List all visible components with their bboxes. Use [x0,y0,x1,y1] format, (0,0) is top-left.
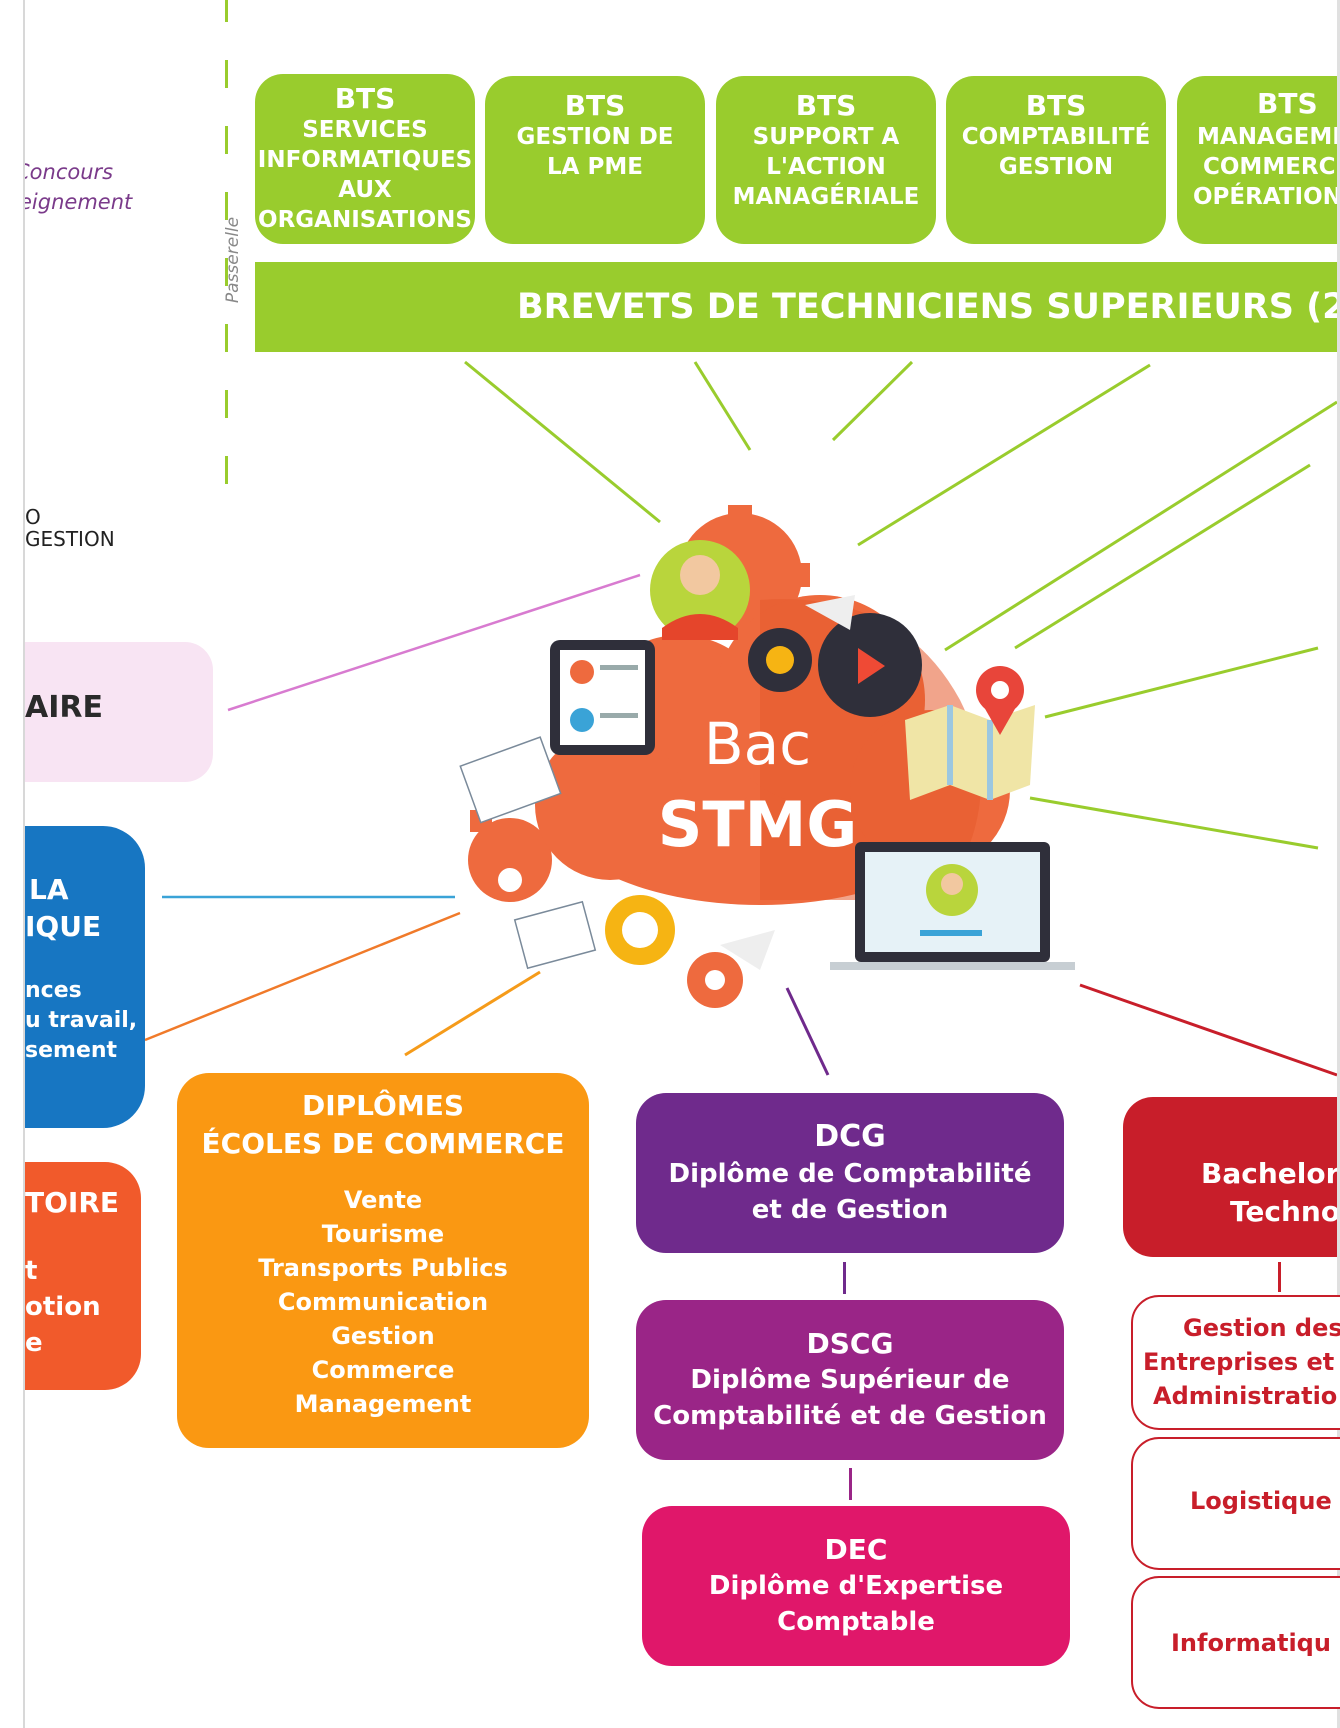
orange-red-box-line: TOIRE [25,1186,120,1219]
orange-red-box-line: t [25,1256,38,1286]
bts-line: ORGANISATIONS [258,207,472,233]
ecoles-item: Communication [277,1288,489,1316]
passerelle-dash [225,0,228,22]
bts-line: SUPPORT A [752,124,900,150]
bac-label: Bac [703,710,812,778]
concours-fragment: Concours [25,160,114,184]
map-pin-icon [905,666,1035,800]
blue-box-line: LA [29,873,69,906]
right-frame [1337,0,1340,1728]
bts-box-sam: BTS SUPPORT A L'ACTION MANAGÉRIALE [716,76,936,244]
tablet-icon [550,640,655,755]
dcg-line: Diplôme de Comptabilité [668,1159,1032,1189]
spec-line: Entreprises et [1143,1348,1335,1376]
dcg-title: DCG [814,1119,886,1154]
bts-line: OPÉRATIONI [1193,184,1337,210]
dec-title: DEC [824,1533,888,1566]
spec-line: Gestion des [1183,1314,1340,1342]
bts-title: BTS [564,89,626,122]
blue-box-line: IQUE [25,910,102,943]
ecoles-item: Tourisme [321,1220,445,1248]
bts-box-sio: BTS SERVICES INFORMATIQUES AUX ORGANISAT… [255,74,475,244]
orange-red-box-line: otion [25,1292,101,1322]
bts-line: AUX [338,177,392,203]
bachelor-spec-gestion: Gestion des Entreprises et Administratio [1131,1295,1340,1430]
bts-line: COMMERCI [1203,154,1337,180]
bts-box-mco: BTS MANAGEME COMMERCI OPÉRATIONI [1177,76,1337,244]
bachelor-box: Bachelor Techno [1123,1097,1337,1257]
dec-box: DEC Diplôme d'Expertise Comptable [642,1506,1070,1666]
blue-box: LA IQUE nces u travail, sement [25,826,145,1128]
ecoles-item: Management [294,1390,472,1418]
pink-box: AIRE [25,642,213,782]
orange-red-box: TOIRE t otion e [25,1162,141,1390]
passerelle-dash [225,258,228,286]
avatar-icon [650,540,750,640]
ecoles-item: Vente [343,1186,423,1214]
bts-line: INFORMATIQUES [257,147,473,173]
dscg-connector [849,1468,852,1500]
spec-line: Informatiqu [1171,1629,1331,1657]
passerelle-dash [225,126,228,154]
bts-line: MANAGÉRIALE [732,184,920,210]
ecoles-item: Gestion [331,1322,435,1350]
bts-title: BTS [1025,89,1087,122]
blue-box-line: sement [25,1038,118,1063]
spec-line: Administratio [1153,1382,1338,1410]
pink-box-label: AIRE [25,690,103,725]
passerelle-dash [225,456,228,484]
blue-box-line: nces [25,978,82,1003]
spec-line: Logistique [1190,1487,1332,1515]
passerelle-dash [225,324,228,352]
o-fragment: O [25,505,41,529]
bachelor-connector [1278,1262,1281,1292]
bts-banner: BREVETS DE TECHNICIENS SUPERIEURS (2 ans [255,262,1337,352]
gestion-fragment: GESTION [25,527,115,551]
bts-box-pme: BTS GESTION DE LA PME [485,76,705,244]
bachelor-spec-informatique: Informatiqu [1131,1576,1340,1709]
stmg-label: STMG [657,788,858,861]
dscg-line: Diplôme Supérieur de [690,1365,1010,1395]
ecoles-commerce-box: DIPLÔMES ÉCOLES DE COMMERCE Vente Touris… [177,1073,589,1448]
orange-red-box-line: e [25,1328,43,1358]
bts-line: L'ACTION [766,154,886,180]
passerelle-label: Passerelle [223,216,244,304]
dscg-box: DSCG Diplôme Supérieur de Comptabilité e… [636,1300,1064,1460]
document-icon [459,736,597,970]
bts-line: LA PME [547,154,643,180]
bachelor-line: Bachelor [1201,1157,1337,1190]
bts-title: BTS [334,82,396,115]
passerelle-dash [225,192,228,220]
ecoles-item: Transports Publics [258,1254,508,1282]
laptop-icon [830,842,1075,970]
bts-title: BTS [1257,87,1318,120]
bts-line: GESTION [998,154,1114,180]
bts-line: MANAGEME [1197,124,1337,150]
left-frame [23,0,25,1728]
bts-line: SERVICES [302,117,428,143]
ecoles-item: Commerce [311,1356,455,1384]
left-clip: Concours eignement O GESTION [25,0,225,560]
blue-box-line: u travail, [25,1008,138,1033]
dec-line: Diplôme d'Expertise [708,1571,1004,1601]
bts-title: BTS [795,89,857,122]
bts-line: GESTION DE [516,124,674,150]
dcg-box: DCG Diplôme de Comptabilité et de Gestio… [636,1093,1064,1253]
ecoles-title: ÉCOLES DE COMMERCE [201,1127,565,1160]
dcg-connector [843,1262,846,1294]
passerelle-dash [225,390,228,418]
dscg-line: Comptabilité et de Gestion [653,1401,1047,1431]
enseignement-fragment: eignement [25,190,133,214]
dcg-line: et de Gestion [751,1195,949,1225]
bts-box-cg: BTS COMPTABILITÉ GESTION [946,76,1166,244]
bachelor-line: Techno [1230,1195,1337,1228]
ecoles-title: DIPLÔMES [302,1089,464,1122]
passerelle-dash [225,60,228,88]
dscg-title: DSCG [806,1327,894,1360]
bachelor-spec-logistique: Logistique [1131,1437,1340,1570]
dec-line: Comptable [777,1607,935,1637]
bts-line: COMPTABILITÉ [961,124,1151,150]
